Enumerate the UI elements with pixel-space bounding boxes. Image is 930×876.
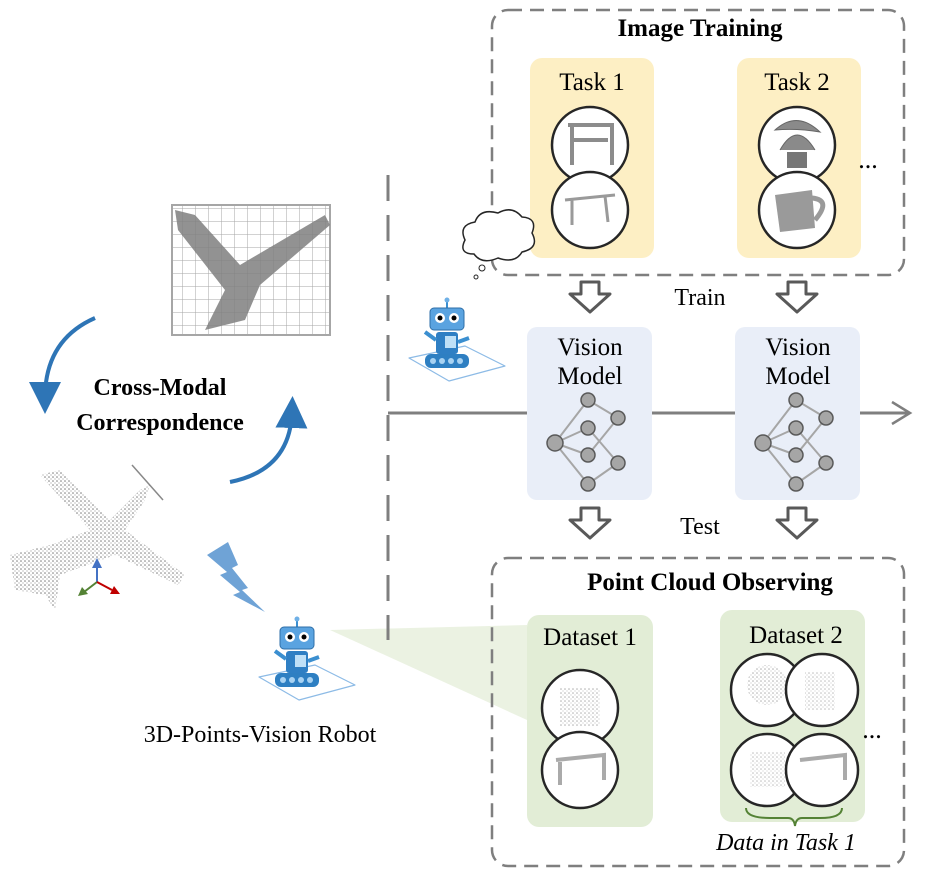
thought-cloud-icon xyxy=(462,209,536,280)
correspondence-line2: Correspondence xyxy=(76,410,244,436)
vision-model-2-line2: Model xyxy=(765,363,830,390)
test-arrow-icon xyxy=(775,506,819,540)
projected-image xyxy=(171,204,331,336)
train-arrow-icon xyxy=(775,280,819,314)
task-2-card: Task 2 ... xyxy=(737,58,878,258)
scan-beam xyxy=(330,625,527,720)
dataset-2-card: Dataset 2 ... xyxy=(720,610,882,822)
brace-caption: Data in Task 1 xyxy=(715,830,856,856)
vision-model-1-line1: Vision xyxy=(557,334,623,361)
image-training-panel: Image Training Task 1 Task 2 ... xyxy=(490,8,906,277)
axes-icon xyxy=(78,558,120,596)
task-1-image-desk xyxy=(550,170,630,250)
curved-arrow-up-icon xyxy=(229,396,308,484)
vision-model-2: Vision Model xyxy=(735,327,860,500)
timeline-arrowhead-icon xyxy=(891,400,913,426)
dataset-1-card: Dataset 1 xyxy=(527,615,653,827)
image-training-title: Image Training xyxy=(617,15,783,42)
dataset-1-label: Dataset 1 xyxy=(543,624,637,651)
train-arrow-icon xyxy=(568,280,612,314)
train-label: Train xyxy=(674,285,725,311)
task-2-label: Task 2 xyxy=(764,69,830,96)
point-cloud-observing-panel: Point Cloud Observing Dataset 1 Dataset … xyxy=(490,556,906,868)
dataset-2-label: Dataset 2 xyxy=(749,622,843,649)
datasets-ellipsis: ... xyxy=(862,715,882,744)
brace-icon xyxy=(745,807,843,827)
task-1-label: Task 1 xyxy=(559,69,625,96)
tasks-ellipsis: ... xyxy=(858,145,878,174)
robot-caption: 3D-Points-Vision Robot xyxy=(144,722,377,748)
curved-arrow-down-icon xyxy=(29,316,96,414)
3d-points-vision-robot-icon xyxy=(257,614,357,702)
lightning-icon xyxy=(207,542,265,612)
vision-model-1-line2: Model xyxy=(557,363,622,390)
point-cloud-observing-title: Point Cloud Observing xyxy=(587,569,833,596)
correspondence-line1: Cross-Modal xyxy=(94,375,227,401)
test-label: Test xyxy=(680,514,720,540)
thinking-robot-icon xyxy=(407,295,507,383)
test-arrow-icon xyxy=(568,506,612,540)
vision-model-2-line1: Vision xyxy=(765,334,831,361)
task-1-card: Task 1 xyxy=(530,58,654,258)
vision-model-1: Vision Model xyxy=(527,327,652,500)
point-cloud-airplane xyxy=(10,464,185,610)
